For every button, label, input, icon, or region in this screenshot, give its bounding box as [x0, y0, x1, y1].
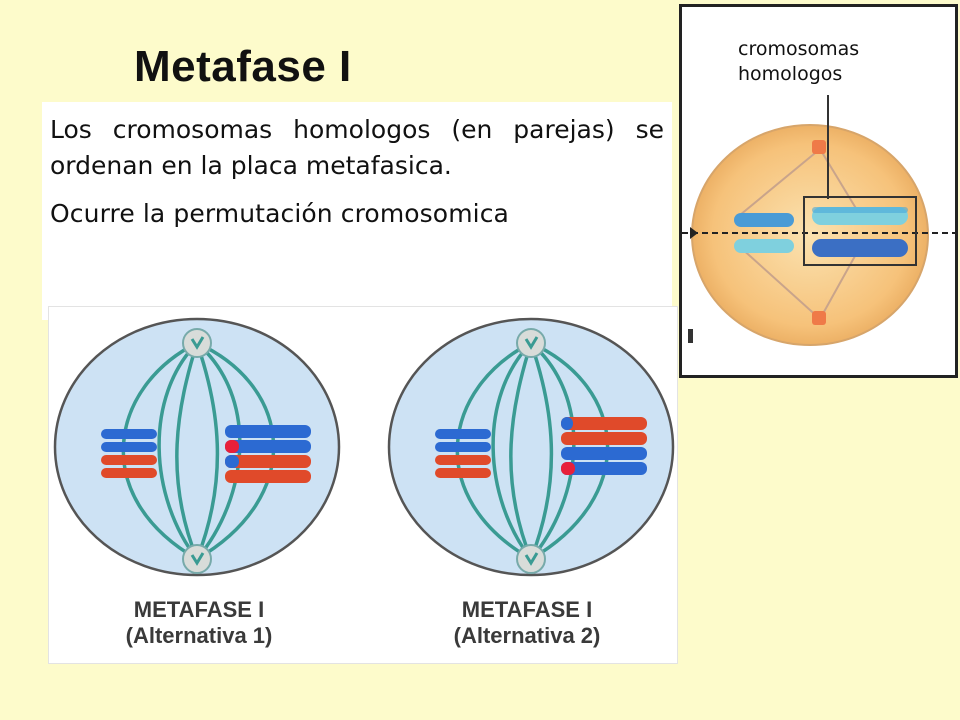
paragraph-homologous-pairs: Los cromosomas homologos (en parejas) se…	[50, 115, 664, 180]
metaphase-alternatives-figure: METAFASE I (Alternativa 1) METAFASE I (A…	[48, 306, 678, 664]
caption-title: METAFASE I	[133, 597, 265, 622]
chromosome-pair-large	[561, 417, 647, 475]
homologous-label: cromosomas homologos	[738, 37, 859, 87]
centrosome-bottom	[182, 544, 212, 574]
centrosome-bottom	[812, 311, 826, 325]
caption-alternative-1: METAFASE I (Alternativa 1)	[49, 597, 349, 649]
homologous-chromosomes-figure: cromosomas homologos	[679, 4, 958, 378]
caption-subtitle: (Alternativa 2)	[453, 623, 601, 648]
caption-subtitle: (Alternativa 1)	[125, 623, 273, 648]
caption-alternative-2: METAFASE I (Alternativa 2)	[377, 597, 677, 649]
highlight-box	[803, 196, 917, 266]
spindle-fibers	[739, 148, 861, 320]
chromosome-pair-small	[734, 213, 794, 253]
chromosome-pair-small	[435, 429, 491, 478]
paragraph-permutation: Ocurre la permutación cromosomica	[50, 199, 509, 228]
chromosome-pair-large	[225, 425, 311, 483]
slide-title: Metafase I	[134, 42, 352, 91]
label-line-1: cromosomas	[738, 38, 860, 60]
caption-title: METAFASE I	[461, 597, 593, 622]
cell-alternative-2	[387, 317, 675, 577]
centrosome-top	[516, 328, 546, 358]
text-box: Los cromosomas homologos (en parejas) se…	[42, 102, 672, 320]
centrosome-top	[812, 140, 826, 154]
chromosome-pair-large	[812, 207, 908, 257]
cell-diagram	[682, 95, 955, 346]
label-line-2: homologos	[738, 63, 843, 85]
centrosome-bottom	[516, 544, 546, 574]
centrosome-top	[182, 328, 212, 358]
cell-alternative-1	[53, 317, 341, 577]
metaphase-diagram	[53, 317, 675, 577]
chromosome-pair-small	[101, 429, 157, 478]
